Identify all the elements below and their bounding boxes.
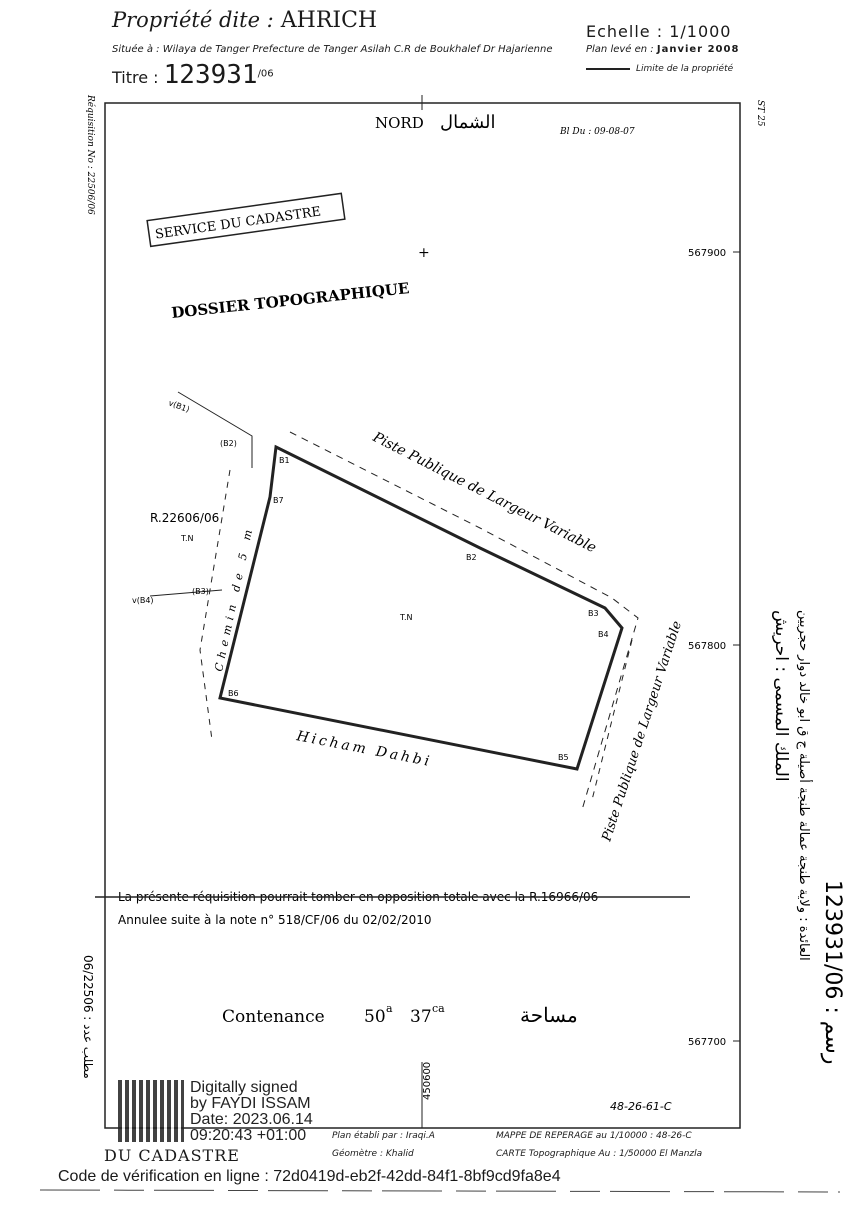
contenance-value: 50 a 37 ca — [364, 1002, 445, 1027]
plan-author: Plan établi par : Iraqi.A — [332, 1131, 435, 1141]
tn-west: T.N — [180, 534, 193, 543]
map-reference: CARTE Topographique Au : 1/50000 El Manz… — [496, 1149, 703, 1159]
right-ar-line-1: الملك المسمى : احريش — [771, 610, 791, 782]
property-label: Propriété dite : — [112, 8, 274, 32]
limit-line-symbol — [586, 67, 630, 70]
road-label-top: Piste Publique de Largeur Variable — [369, 429, 598, 556]
signature-line-1: Digitally signed — [190, 1079, 298, 1096]
borne-b1: B1 — [279, 456, 290, 465]
contenance-ar: مساحة — [520, 1003, 578, 1027]
neighbour-west-requisition: R.22606/06 — [150, 511, 219, 525]
ext-borne-b2: (B2) — [220, 439, 237, 448]
right-ar-line-2: العائدة : ولاية طنجة عمالة طنجة أصيلة ج … — [796, 610, 813, 961]
legend-limit-label: Limite de la propriété — [636, 64, 734, 74]
st-label: ST 25 — [755, 100, 765, 127]
location-text: Située à : Wilaya de Tanger Prefecture d… — [112, 44, 553, 55]
verification-code: Code de vérification en ligne : 72d0419d… — [58, 1168, 561, 1185]
borne-b4: B4 — [598, 630, 609, 639]
right-vertical-ar: الملك المسمى : احريش العائدة : ولاية طنج… — [771, 610, 845, 1065]
plan-date-label: Plan levé en : — [586, 44, 654, 55]
borne-b5: B5 — [558, 753, 569, 762]
ext-borne-b1: v(B1) — [167, 398, 190, 414]
neighbour-line-west — [149, 589, 223, 597]
ext-borne-b4: v(B4) — [132, 596, 154, 605]
cadastre-stamp-bottom: DU CADASTRE — [104, 1146, 240, 1165]
signature-time: 09:20:43 +01:00 — [190, 1127, 307, 1144]
legend-limit: Limite de la propriété — [586, 64, 733, 74]
contenance-centiares: 37 — [410, 1007, 432, 1027]
right-ar-line-3: رسم : 123931/06 — [820, 880, 845, 1065]
road-edge — [289, 431, 639, 811]
coord-567900: 567900 — [688, 248, 726, 259]
titre-number: 123931 — [163, 60, 258, 90]
coord-567800: 567800 — [688, 641, 726, 652]
parcel-boundary — [218, 444, 624, 771]
path-edge — [199, 469, 231, 741]
titre-suffix: /06 — [257, 68, 274, 80]
scale: Echelle : 1/1000 — [586, 22, 732, 41]
cadastre-stamp: SERVICE DU CADASTRE — [146, 192, 346, 248]
signature-line-2: by FAYDI ISSAM — [190, 1095, 311, 1112]
grid-cross: + — [418, 245, 430, 261]
mappe-code: 48-26-61-C — [610, 1100, 672, 1113]
mappe-reference: MAPPE DE REPERAGE au 1/10000 : 48-26-C — [496, 1131, 692, 1141]
bl-date: Bl Du : 09-08-07 — [559, 127, 635, 137]
qr-code — [118, 1080, 184, 1142]
signature-date: Date: 2023.06.14 — [190, 1111, 313, 1128]
neighbour-line-north — [177, 391, 253, 468]
borne-b3: B3 — [588, 609, 599, 618]
contenance-ares: 50 — [364, 1007, 386, 1027]
dossier-stamp: DOSSIER TOPOGRAPHIQUE — [171, 279, 411, 322]
bottom-rule — [39, 1189, 841, 1193]
contenance-label: Contenance — [222, 1007, 325, 1027]
coord-567700: 567700 — [688, 1037, 726, 1048]
contenance-centiares-unit: ca — [432, 1002, 445, 1015]
stamp-text: SERVICE DU CADASTRE — [154, 204, 322, 242]
neighbour-south: Hicham Dahbi — [294, 728, 433, 770]
plan-date-value: Janvier 2008 — [656, 44, 740, 55]
borne-b6: B6 — [228, 689, 239, 698]
north-label: NORD — [375, 114, 424, 132]
titre: Titre : 123931/06 — [112, 60, 274, 90]
left-vertical-ar: 06/22506 : مطلب عدد — [81, 955, 95, 1079]
contenance-ares-unit: a — [386, 1002, 393, 1015]
requisition-vertical: Réquisition No : 22506/06 — [85, 94, 96, 215]
north-label-ar: الشمال — [440, 112, 496, 133]
plan-date: Plan levé en : Janvier 2008 — [586, 44, 739, 55]
coord-450600: 450600 — [422, 1062, 433, 1100]
borne-b2: B2 — [466, 553, 477, 562]
road-label-right: Piste Publique de Largeur Variable — [599, 619, 685, 844]
path-label: Chemin de 5 m — [212, 524, 256, 673]
tn-center: T.N — [399, 613, 412, 622]
surveyor: Géomètre : Khalid — [332, 1149, 414, 1159]
borne-b7: B7 — [273, 496, 284, 505]
borne-labels: B1 B2 B3 B4 B5 B6 B7 v(B1) (B2) (B3) v(B… — [132, 398, 609, 762]
ext-borne-b3: (B3) — [192, 587, 209, 596]
titre-label: Titre : — [112, 68, 159, 87]
property-name: AHRICH — [280, 8, 378, 33]
digital-signature: Digitally signed by FAYDI ISSAM Date: 20… — [190, 1080, 313, 1144]
property-title: Propriété dite : AHRICH — [112, 8, 377, 33]
annulment-note: Annulee suite à la note n° 518/CF/06 du … — [118, 913, 432, 927]
